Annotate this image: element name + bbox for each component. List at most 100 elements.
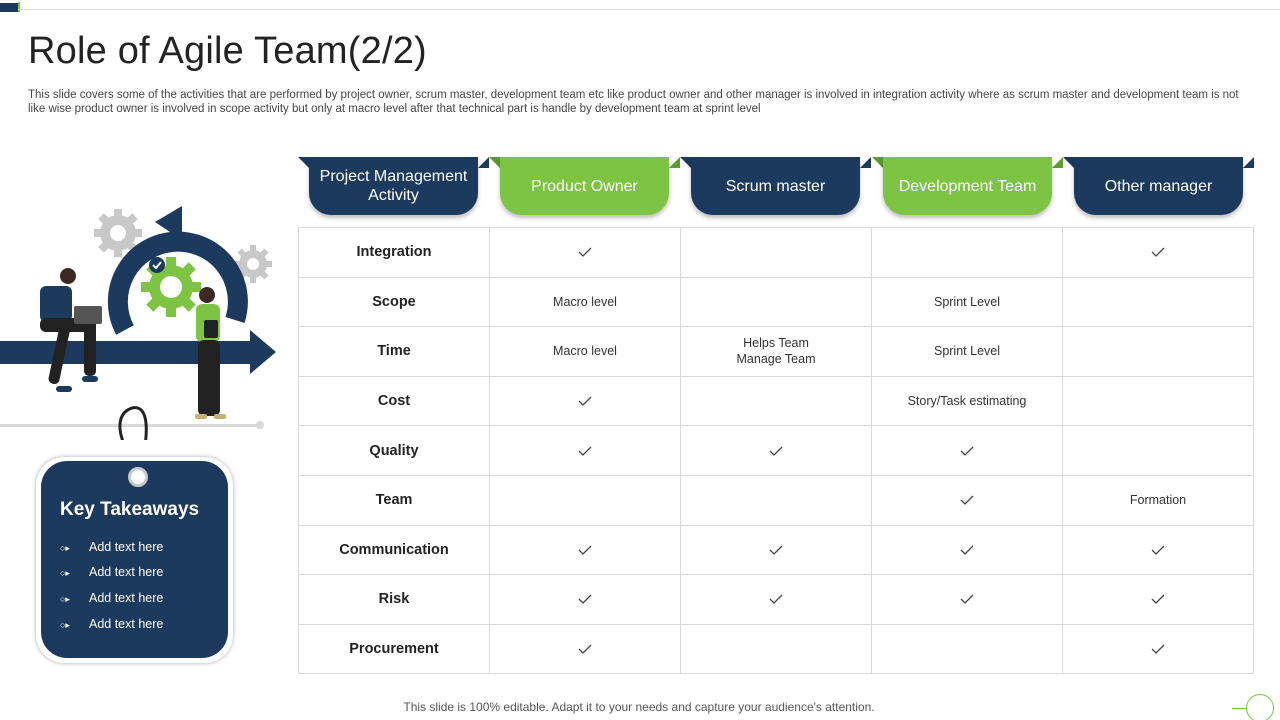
cycle-arrow-icon (107, 206, 248, 335)
page-marker (1246, 694, 1274, 720)
corner-accent-green (18, 2, 20, 12)
activity-label: Risk (299, 575, 490, 624)
header-tab-activity: Project Management Activity (309, 157, 478, 215)
header-cell-activity: Project Management Activity (298, 157, 489, 227)
activity-label: Time (299, 327, 490, 376)
check-icon (578, 644, 592, 654)
table-cell (681, 277, 872, 327)
takeaway-item: ○▸Add text here (60, 617, 164, 631)
check-icon (769, 545, 783, 555)
table-cell (490, 376, 681, 426)
check-icon (578, 446, 592, 456)
table-cell (1063, 575, 1254, 624)
activity-label: Cost (299, 376, 490, 426)
activity-label: Procurement (299, 624, 490, 674)
corner-accent-navy (0, 3, 18, 12)
table-cell (490, 525, 681, 575)
takeaways-tag (41, 461, 228, 658)
bullet-arrow-icon: ○▸ (60, 594, 70, 604)
table-cell (872, 575, 1063, 624)
check-icon (578, 545, 592, 555)
table-cell (872, 475, 1063, 525)
bullet-arrow-icon: ○▸ (60, 620, 70, 630)
check-icon (578, 594, 592, 605)
header-tab-ear (860, 157, 871, 168)
header-tab-ear (1052, 157, 1063, 168)
table-cell (872, 624, 1063, 674)
table-row: Communication (299, 525, 1254, 576)
table-cell (1063, 525, 1254, 575)
header-tab-ear (478, 157, 489, 168)
table-row: Risk (299, 575, 1254, 625)
check-icon (578, 396, 592, 406)
activity-label: Communication (299, 525, 490, 575)
table-cell (872, 525, 1063, 575)
footer-note: This slide is 100% editable. Adapt it to… (403, 700, 875, 714)
table-cell (1063, 624, 1254, 674)
header-tab-ear (1243, 157, 1254, 168)
table-cell (872, 426, 1063, 475)
slide-title: Role of Agile Team(2/2) (28, 30, 427, 72)
tag-hole (128, 467, 148, 487)
activity-label: Team (299, 475, 490, 525)
check-icon (1151, 247, 1165, 258)
table-cell (681, 525, 872, 575)
check-icon (1151, 545, 1165, 555)
table-row: Team Formation (299, 475, 1254, 526)
table-row: Integration (299, 228, 1254, 278)
check-icon (769, 446, 783, 456)
header-tab-ear (680, 157, 691, 168)
table-cell: Sprint Level (872, 277, 1063, 327)
header-tab-ear (1063, 157, 1074, 168)
header-cell-other-manager: Other manager (1063, 157, 1254, 227)
header-tab-ear (669, 157, 680, 168)
table-cell: Macro level (490, 277, 681, 327)
header-cell-development-team: Development Team (872, 157, 1063, 227)
table-cell (1063, 426, 1254, 475)
takeaway-item: ○▸Add text here (60, 540, 164, 554)
table-cell (490, 228, 681, 277)
takeaways-title: Key Takeaways (60, 499, 200, 520)
table-cell (681, 624, 872, 674)
check-icon (960, 495, 974, 506)
table-cell (490, 575, 681, 624)
header-tab-ear (872, 157, 883, 168)
header-tab-product-owner: Product Owner (500, 157, 669, 215)
header-tab-ear (489, 157, 500, 168)
check-icon (960, 594, 974, 605)
table-cell (1063, 277, 1254, 327)
page-marker-line (1232, 708, 1246, 709)
header-tab-other-manager: Other manager (1074, 157, 1243, 215)
activity-label: Integration (299, 228, 490, 277)
check-icon (769, 594, 783, 605)
top-rule (18, 9, 1280, 10)
activity-label: Scope (299, 277, 490, 327)
bullet-arrow-icon: ○▸ (60, 568, 70, 578)
header-cell-product-owner: Product Owner (489, 157, 680, 227)
header-tab-ear (298, 157, 309, 168)
table-row: Procurement (299, 624, 1254, 675)
activity-label: Quality (299, 426, 490, 475)
table-cell (490, 475, 681, 525)
table-cell (681, 575, 872, 624)
table-cell: Sprint Level (872, 327, 1063, 376)
header-tab-scrum-master: Scrum master (691, 157, 860, 215)
takeaway-item: ○▸Add text here (60, 591, 164, 605)
check-icon (578, 247, 592, 258)
table-cell: Formation (1063, 475, 1254, 525)
table-cell (1063, 228, 1254, 277)
bullet-arrow-icon: ○▸ (60, 543, 70, 553)
header-cell-scrum-master: Scrum master (680, 157, 871, 227)
table-cell (681, 376, 872, 426)
table-cell (681, 475, 872, 525)
table-cell: Macro level (490, 327, 681, 376)
table-cell (681, 228, 872, 277)
check-icon (1151, 644, 1165, 654)
takeaway-item: ○▸Add text here (60, 565, 164, 579)
table-cell (872, 228, 1063, 277)
table-cell (490, 426, 681, 475)
